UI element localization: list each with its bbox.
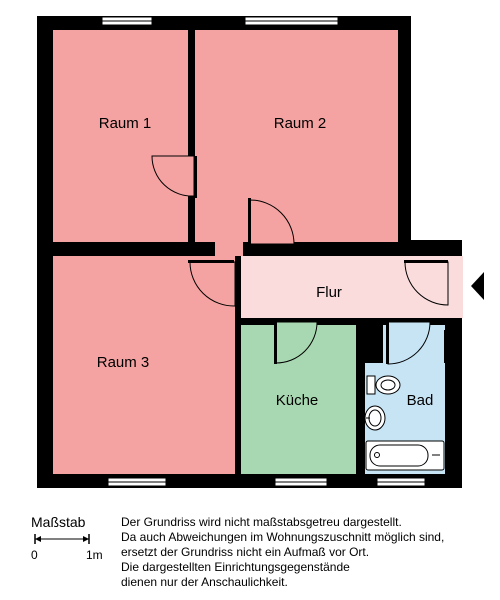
legend: Maßstab 0 1m Der Grundriss wird nicht ma…: [0, 500, 500, 600]
disclaimer-line: Der Grundriss wird nicht maßstabsgetreu …: [121, 515, 402, 529]
label-flur: Flur: [316, 284, 342, 301]
entrance-arrow-icon: [471, 272, 484, 300]
scale-bar: [34, 534, 90, 544]
label-raum-3: Raum 3: [97, 354, 150, 371]
bathtub-icon: [365, 440, 445, 471]
label-raum-1: Raum 1: [99, 115, 152, 132]
bad-shaft: [358, 325, 383, 363]
scale-zero-label: 0: [31, 548, 38, 562]
raum-2-passage: [215, 200, 243, 256]
windows: [101, 16, 426, 487]
door-swings: [151, 155, 449, 365]
room-raum-1: [53, 30, 188, 242]
door-leaves: [188, 156, 448, 364]
label-bad: Bad: [407, 392, 434, 409]
sink-icon: [364, 405, 386, 431]
floor-plan: Raum 1 Raum 2 Raum 3 Flur Küche Bad: [37, 16, 484, 488]
label-raum-2: Raum 2: [274, 115, 327, 132]
disclaimer-line: Die dargestellten Einrichtungsgegenständ…: [121, 560, 350, 574]
scale-title: Maßstab: [31, 514, 86, 530]
scale-one-label: 1m: [86, 548, 103, 562]
disclaimer-line: dienen nur der Anschaulichkeit.: [121, 575, 288, 589]
disclaimer: Der Grundriss wird nicht maßstabsgetreu …: [121, 515, 499, 590]
toilet-icon: [366, 375, 401, 395]
label-kueche: Küche: [276, 392, 319, 409]
disclaimer-line: Da auch Abweichungen im Wohnungszuschnit…: [121, 530, 445, 544]
disclaimer-line: ersetzt der Grundriss nicht ein Aufmaß v…: [121, 545, 370, 559]
